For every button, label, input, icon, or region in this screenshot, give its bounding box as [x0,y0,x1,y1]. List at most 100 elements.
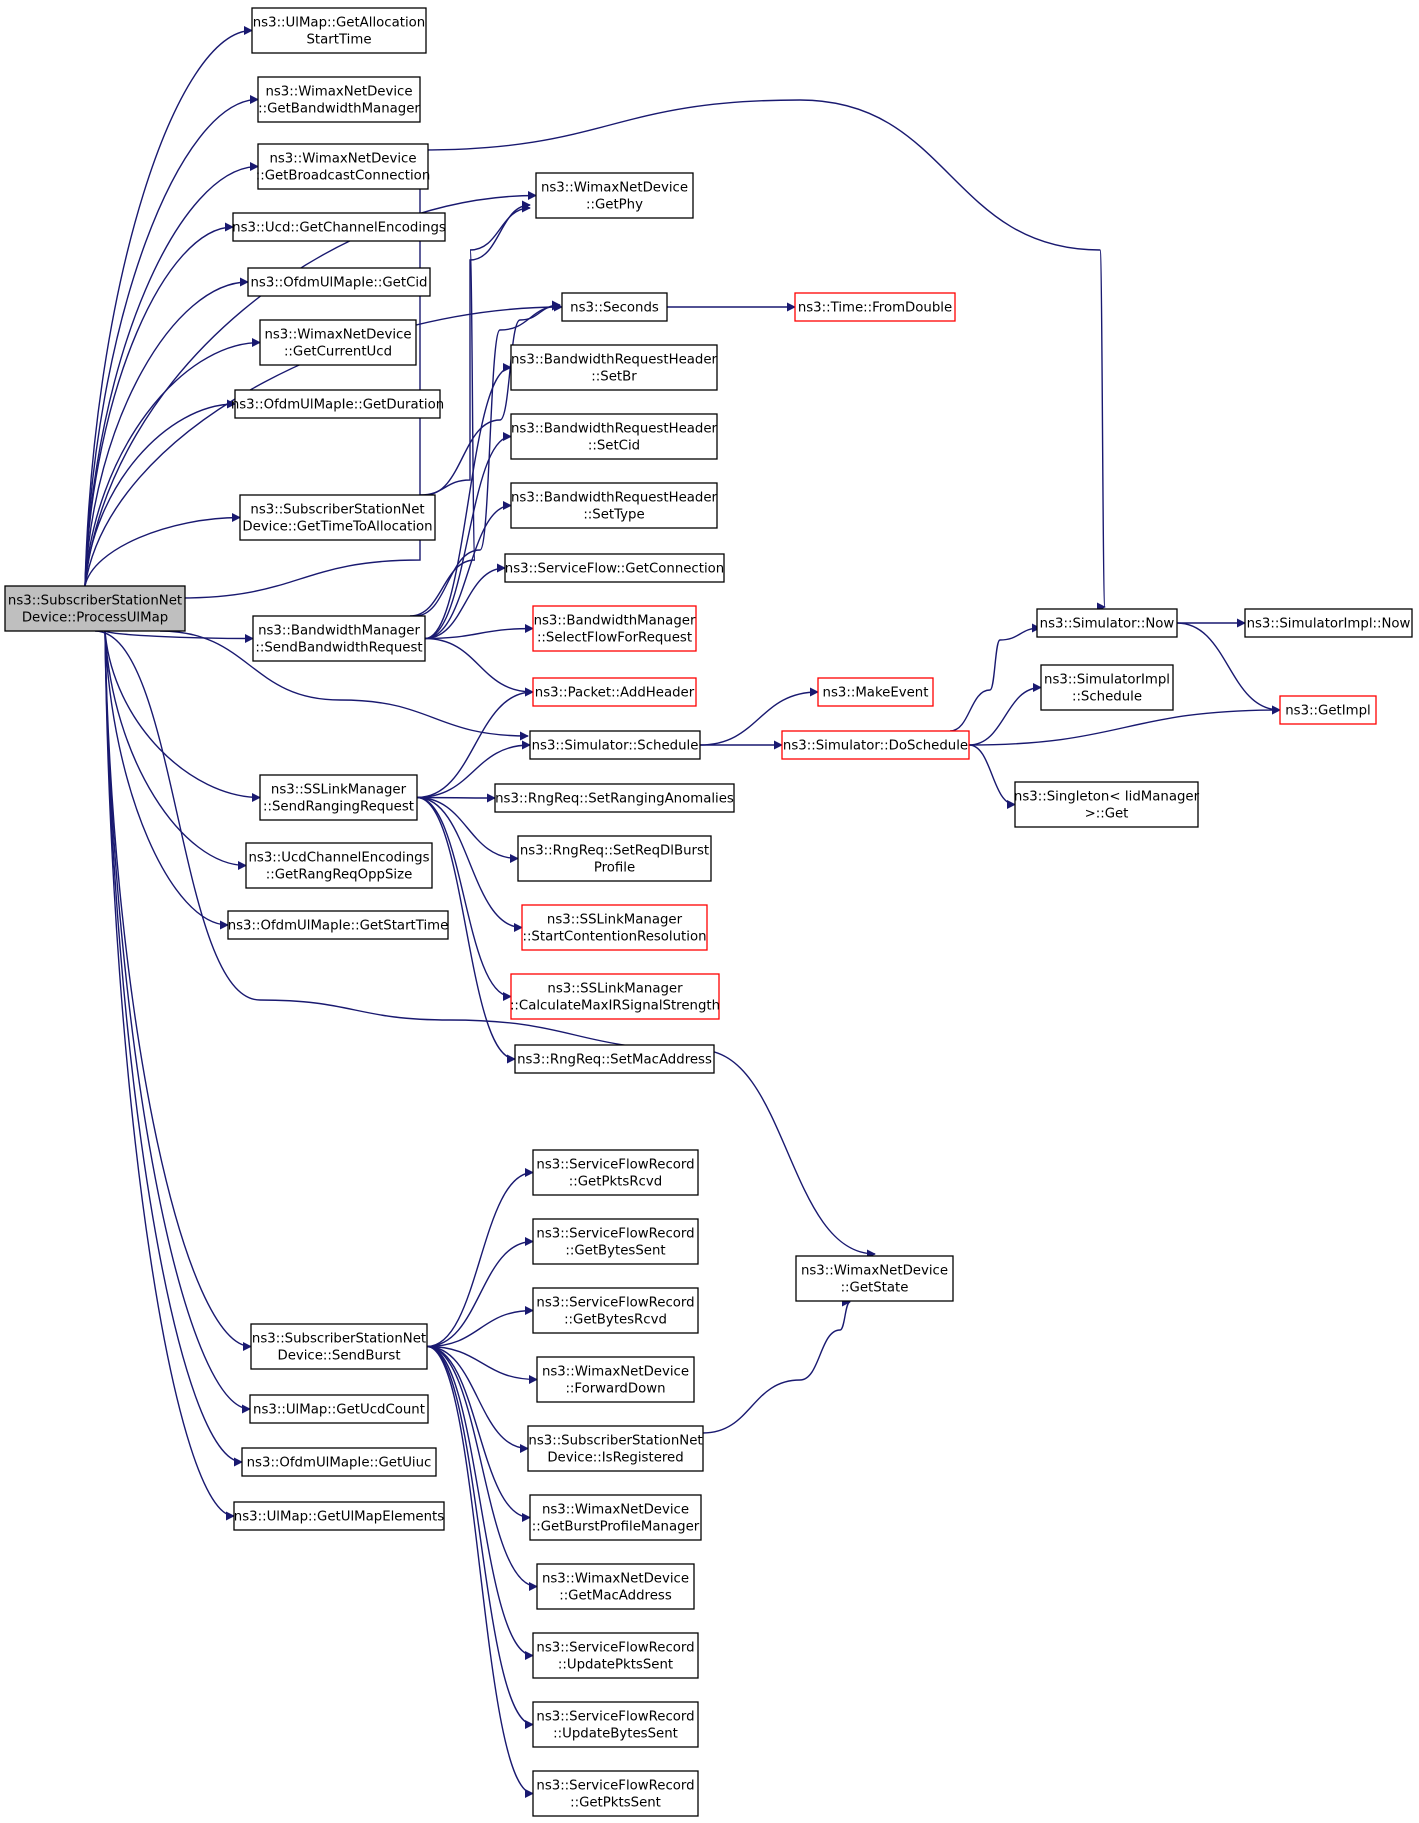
node-bwm-selectflowforrequest[interactable]: ns3::BandwidthManager::SelectFlowForRequ… [532,605,697,652]
node-rng-setmacaddress[interactable]: ns3::RngReq::SetMacAddress [514,1044,715,1074]
node-sfr-updatepktssent[interactable]: ns3::ServiceFlowRecord::UpdatePktsSent [532,1632,699,1679]
node-label: ::SendRangingRequest [263,800,414,815]
node-getimpl[interactable]: ns3::GetImpl [1279,695,1377,725]
node-box [233,1501,445,1531]
node-sfr-updatebytessent[interactable]: ns3::ServiceFlowRecord::UpdateBytesSent [532,1701,699,1748]
node-ulmap-getucdcount[interactable]: ns3::UlMap::GetUcdCount [249,1394,429,1424]
node-bwrh-settype[interactable]: ns3::BandwidthRequestHeader::SetType [510,482,718,529]
node-label: ns3::Simulator::Schedule [532,739,699,754]
node-sf-getconnection[interactable]: ns3::ServiceFlow::GetConnection [504,553,725,583]
node-ofdm-getuiuc[interactable]: ns3::OfdmUlMapIe::GetUiuc [241,1447,437,1477]
node-box [527,1425,704,1472]
node-wimax-getmacaddress[interactable]: ns3::WimaxNetDevice::GetMacAddress [536,1563,695,1610]
node-ss-gettimetoallocation[interactable]: ns3::SubscriberStationNetDevice::GetTime… [239,494,436,541]
node-box [1014,781,1199,828]
edge-bwm-sendbandwidthrequest-to-bwm-selectflowforrequest [424,624,534,640]
edge-sim-doschedule-to-sim-now [949,623,1041,732]
node-wimax-getbandwidthmanager[interactable]: ns3::WimaxNetDevice::GetBandwidthManager [257,76,421,123]
node-box [794,292,956,322]
node-sslink-startcontentionresolution[interactable]: ns3::SSLinkManager::StartContentionResol… [521,904,708,951]
node-simimpl-now[interactable]: ns3::SimulatorImpl::Now [1244,608,1413,638]
node-sfr-getpktssent[interactable]: ns3::ServiceFlowRecord::GetPktsSent [532,1770,699,1817]
node-simimpl-schedule[interactable]: ns3::SimulatorImpl::Schedule [1040,664,1174,711]
node-box [532,1149,699,1196]
node-label: ::UpdateBytesSent [553,1727,678,1742]
node-sim-now[interactable]: ns3::Simulator::Now [1036,608,1178,638]
node-label: ::Schedule [1072,690,1142,705]
node-box [1279,695,1377,725]
node-sslink-sendrangingrequest[interactable]: ns3::SSLinkManager::SendRangingRequest [259,774,418,821]
node-label: ns3::OfdmUlMapIe::GetCid [251,276,428,291]
node-label: ::SendBandwidthRequest [255,641,422,656]
node-label: ns3::Simulator::DoSchedule [783,739,968,754]
node-box [781,730,970,760]
node-label: ns3::SubscriberStationNet [250,503,424,518]
node-ofdm-getstarttime[interactable]: ns3::OfdmUlMapIe::GetStartTime [227,910,449,940]
node-label: ::GetPhy [586,198,643,213]
node-sfr-getbytessent[interactable]: ns3::ServiceFlowRecord::GetBytesSent [532,1218,699,1265]
node-wimax-forwarddown[interactable]: ns3::WimaxNetDevice::ForwardDown [536,1356,695,1403]
node-label: >::Get [1085,807,1129,822]
node-label: ::GetMacAddress [559,1589,672,1604]
node-sslink-calculatemaxirsignalstrength[interactable]: ns3::SSLinkManager::CalculateMaxIRSignal… [510,973,720,1020]
edge-ss-sendburst-to-wimax-forwarddown [426,1345,538,1384]
node-label: ns3::SubscriberStationNet [252,1332,426,1347]
edge-bwm-sendbandwidthrequest-to-bwrh-setcid [424,432,512,640]
node-singleton-get[interactable]: ns3::Singleton< IidManager>::Get [1014,781,1200,828]
node-sfr-getpktsrcvd[interactable]: ns3::ServiceFlowRecord::GetPktsRcvd [532,1149,699,1196]
node-label: ns3::ServiceFlowRecord [536,1779,694,1794]
node-ucdce-getrangreqoppsize[interactable]: ns3::UcdChannelEncodings::GetRangReqOppS… [245,842,433,889]
node-label: ns3::OfdmUlMapIe::GetUiuc [247,1456,432,1471]
node-ulmap-getulmapelements[interactable]: ns3::UlMap::GetUlMapElements [233,1501,445,1531]
edge-bwm-sendbandwidthrequest-to-bwrh-setbr [424,363,512,640]
node-time-fromdouble[interactable]: ns3::Time::FromDouble [794,292,956,322]
node-box [239,494,436,541]
node-label: ns3::WimaxNetDevice [542,1365,689,1380]
node-bwrh-setbr[interactable]: ns3::BandwidthRequestHeader::SetBr [510,344,718,391]
edge-root-to-ucd-getchannelencodings [84,222,234,587]
node-sim-schedule[interactable]: ns3::Simulator::Schedule [529,730,701,760]
node-packet-addheader[interactable]: ns3::Packet::AddHeader [532,677,697,707]
node-label: ns3::BandwidthRequestHeader [511,422,718,437]
node-wimax-getstate[interactable]: ns3::WimaxNetDevice::GetState [795,1255,954,1302]
node-box [257,143,429,190]
node-label: ::GetRangReqOppSize [266,868,413,883]
node-label: ns3::ServiceFlowRecord [536,1710,694,1725]
edge-ss-sendburst-to-sfr-getbytessent [426,1237,534,1348]
node-label: ::GetCurrentUcd [284,345,392,360]
node-box [510,344,718,391]
node-sfr-getbytesrcvd[interactable]: ns3::ServiceFlowRecord::GetBytesRcvd [532,1287,699,1334]
node-bwrh-setcid[interactable]: ns3::BandwidthRequestHeader::SetCid [510,413,718,460]
node-label: ns3::SSLinkManager [547,913,683,928]
node-label: ns3::SubscriberStationNet [8,594,182,609]
node-ucd-getchannelencodings[interactable]: ns3::Ucd::GetChannelEncodings [232,212,446,242]
node-label: ns3::UlMap::GetAllocation [253,16,425,31]
node-wimax-getbroadcastconnection[interactable]: ns3::WimaxNetDevice::GetBroadcastConnect… [256,143,431,190]
node-makeevent[interactable]: ns3::MakeEvent [817,677,934,707]
edge-root-to-ulmap-getallocationstarttime [84,26,253,587]
node-ss-isregistered[interactable]: ns3::SubscriberStationNetDevice::IsRegis… [527,1425,704,1472]
node-wimax-getburstprofilemanager[interactable]: ns3::WimaxNetDevice::GetBurstProfileMana… [529,1494,702,1541]
node-box [521,904,708,951]
edge-sim-doschedule-to-simimpl-schedule [968,683,1042,746]
node-box [561,292,668,322]
node-label: ns3::BandwidthManager [534,614,696,629]
node-wimax-getphy[interactable]: ns3::WimaxNetDevice::GetPhy [535,172,694,219]
node-label: Device::SendBurst [277,1349,400,1364]
node-bwm-sendbandwidthrequest[interactable]: ns3::BandwidthManager::SendBandwidthRequ… [252,615,426,662]
node-label: ns3::SubscriberStationNet [528,1434,702,1449]
node-seconds[interactable]: ns3::Seconds [561,292,668,322]
node-box [249,1394,429,1424]
node-box [247,267,431,297]
node-rng-setranginganomalies[interactable]: ns3::RngReq::SetRangingAnomalies [494,783,735,813]
node-ofdm-getcid[interactable]: ns3::OfdmUlMapIe::GetCid [247,267,431,297]
node-ss-sendburst[interactable]: ns3::SubscriberStationNetDevice::SendBur… [250,1323,428,1370]
node-wimax-getcurrentucd[interactable]: ns3::WimaxNetDevice::GetCurrentUcd [259,319,417,366]
node-root[interactable]: ns3::SubscriberStationNetDevice::Process… [4,585,186,632]
node-ofdm-getduration[interactable]: ns3::OfdmUlMapIe::GetDuration [231,389,444,419]
node-label: ns3::WimaxNetDevice [265,85,412,100]
node-sim-doschedule[interactable]: ns3::Simulator::DoSchedule [781,730,970,760]
node-box [535,172,694,219]
